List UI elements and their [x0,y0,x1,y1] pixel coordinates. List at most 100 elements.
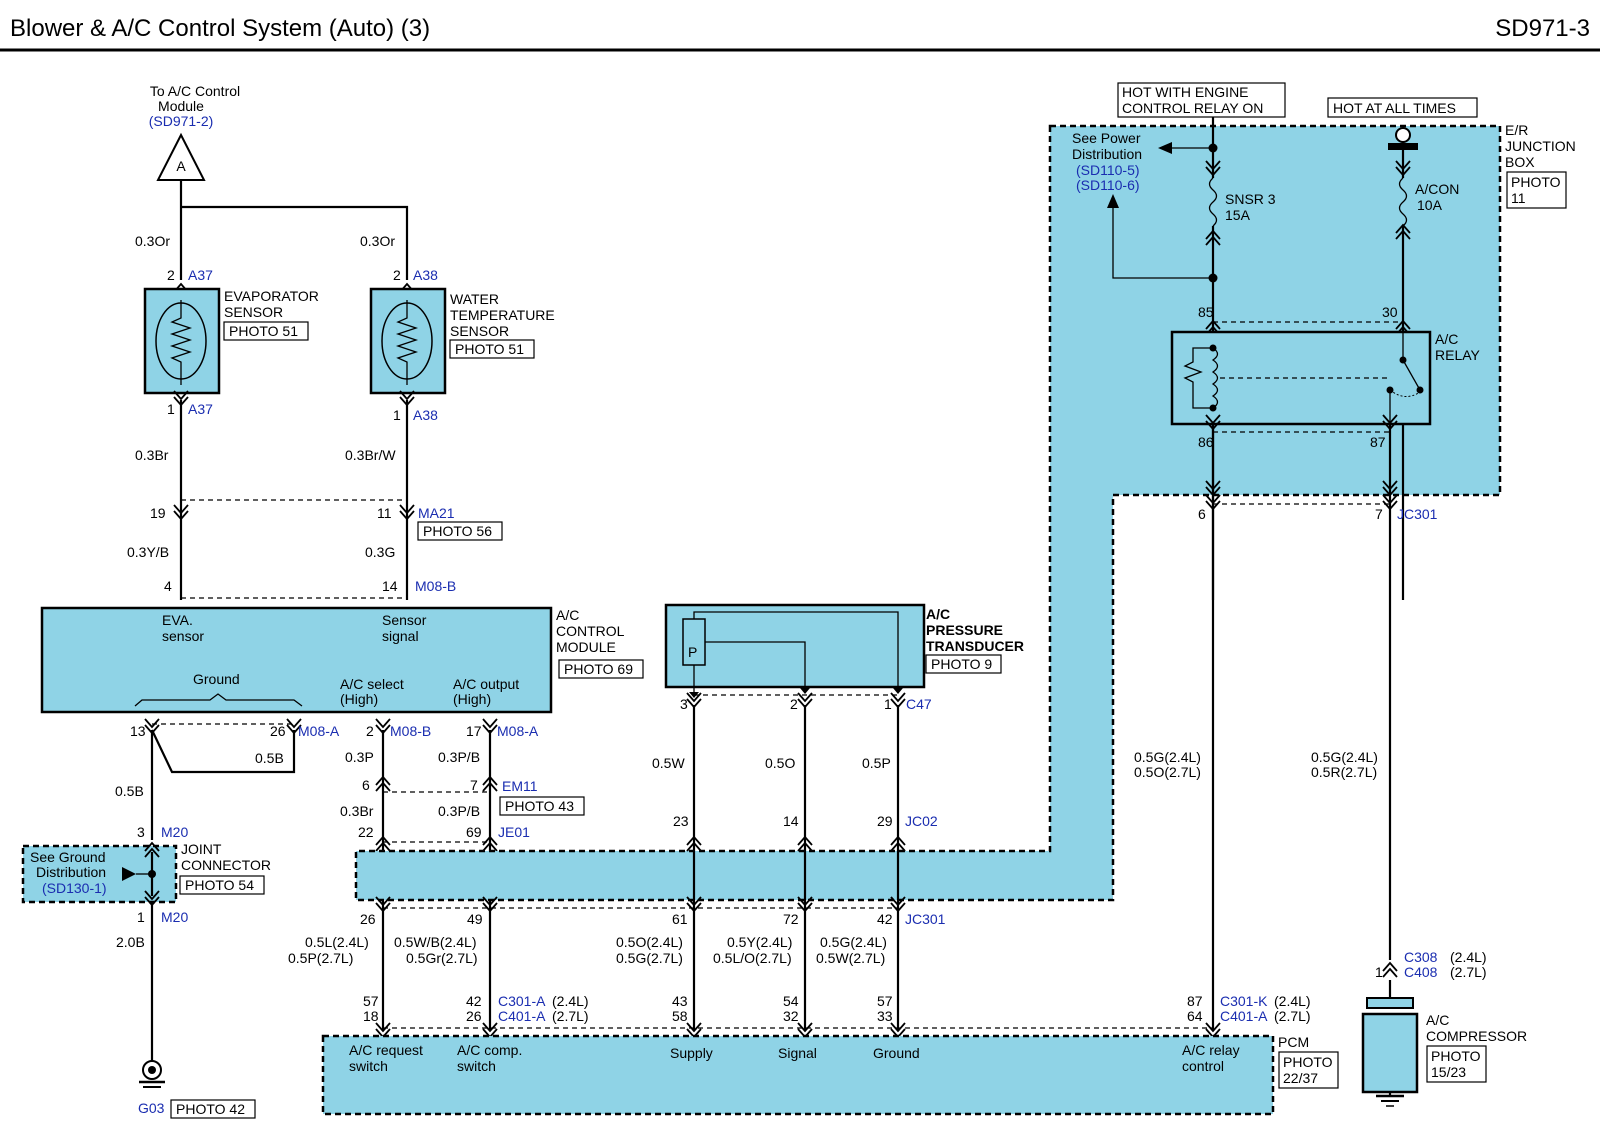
diagram-label: M08-A [497,723,539,739]
diagram-label: 0.5B [255,750,284,766]
diagram-label: EVA. [162,612,193,628]
diagram-label: Distribution [1072,146,1142,162]
diagram-label: C301-K [1220,993,1268,1009]
diagram-label: 72 [783,911,799,927]
diagram-label: 22/37 [1283,1070,1318,1086]
diagram-label: M20 [161,824,188,840]
diagram-label: (2.7L) [552,1008,589,1024]
diagram-label: 0.5W/B(2.4L) [394,934,476,950]
diagram-label: 26 [466,1008,482,1024]
diagram-label: 0.3Or [360,233,395,249]
diagram-label: 2 [167,267,175,283]
diagram-label: C308 [1404,949,1438,965]
diagram-label: Ground [193,671,240,687]
diagram-label: 87 [1370,434,1386,450]
connector-ma21: 19 11 MA21 PHOTO 56 0.3Y/B 0.3G [127,499,503,560]
diagram-label: 23 [673,813,689,829]
diagram-label: 0.3P/B [438,803,480,819]
diagram-label: C408 [1404,964,1438,980]
diagram-label: SENSOR [450,323,509,339]
diagram-label: 58 [672,1008,688,1024]
diagram-label: 33 [877,1008,893,1024]
diagram-label: 0.5P [862,755,891,771]
diagram-label: switch [349,1058,388,1074]
diagram-label: 0.5G(2.4L) [1134,749,1201,765]
diagram-label: 18 [363,1008,379,1024]
diagram-label: 0.5L/O(2.7L) [713,950,792,966]
diagram-label: (High) [453,691,491,707]
diagram-label: 57 [877,993,893,1009]
fuse-snsr3: SNSR 3 15A [1205,160,1276,246]
diagram-label: PHOTO [1283,1054,1333,1070]
diagram-label: 0.3P [345,749,374,765]
connector-jc301-lower: 26 49 61 72 42 JC301 0.5L(2.4L) 0.5P(2.7… [288,896,946,966]
diagram-label: A/C [926,606,950,622]
diagram-label: CONNECTOR [181,857,271,873]
diagram-label: JE01 [498,824,530,840]
diagram-label: 13 [130,723,146,739]
diagram-label: 4 [164,578,172,594]
diagram-label: switch [457,1058,496,1074]
diagram-label: SENSOR [224,304,283,320]
ac-pressure-transducer: P A/C PRESSURE TRANSDUCER PHOTO 9 3 2 1 … [652,603,1024,771]
pcm: 57 18 42 26 C301-A (2.4L) C401-A (2.7L) … [321,993,1339,1116]
diagram-label: A/CON [1415,181,1459,197]
diagram-label: 7 [1375,506,1383,522]
connector-je01: 22 69 JE01 [358,824,530,852]
diagram-label: 32 [783,1008,799,1024]
diagram-label: A [176,158,186,174]
diagram-label: Signal [778,1045,817,1061]
diagram-label: A/C [1435,331,1458,347]
diagram-label: 42 [466,993,482,1009]
diagram-label: M08-A [298,723,340,739]
diagram-label: A37 [188,267,213,283]
connector-em11: 6 7 EM11 PHOTO 43 0.3Br 0.3P/B [340,776,585,819]
diagram-label: (2.4L) [552,993,589,1009]
diagram-label: 17 [466,723,482,739]
diagram-label: 30 [1382,304,1398,320]
diagram-label: 11 [1511,190,1526,206]
diagram-label: COMPRESSOR [1426,1028,1527,1044]
diagram-label: 0.3Br/W [345,447,396,463]
diagram-label: 0.5G(2.4L) [1311,749,1378,765]
diagram-label: 0.5O(2.7L) [1134,764,1201,780]
diagram-label: (SD110-6) [1076,177,1140,193]
diagram-label: To A/C Control [150,83,240,99]
diagram-label: C301-A [498,993,546,1009]
diagram-label: 57 [363,993,379,1009]
diagram-label: HOT WITH ENGINE [1122,84,1249,100]
diagram-label: 0.5O [765,755,795,771]
diagram-label: 3 [137,824,145,840]
diagram-label: 2 [790,696,798,712]
diagram-label: 54 [783,993,799,1009]
diagram-label: BOX [1505,154,1535,170]
diagram-label: See Power [1072,130,1141,146]
diagram-label: 64 [1187,1008,1203,1024]
diagram-label: Ground [873,1045,920,1061]
evap-sensor-photo: PHOTO 51 [229,323,298,339]
diagram-label: sensor [162,628,204,644]
diagram-label: CONTROL [556,623,625,639]
diagram-label: PHOTO [1431,1048,1481,1064]
diagram-label: 26 [360,911,376,927]
diagram-label: JC301 [1397,506,1438,522]
diagram-label: 1 [167,401,175,417]
diagram-label: 1 [393,407,401,423]
fuse-acon: A/CON 10A [1395,160,1459,240]
diagram-label: (SD130-1) [42,880,107,896]
diagram-label: signal [382,628,419,644]
junction-box-labels: HOT WITH ENGINE CONTROL RELAY ON HOT AT … [1072,82,1576,209]
diagram-label: 0.5G(2.4L) [820,934,887,950]
diagram-label: M08-B [415,578,456,594]
evaporator-sensor: 0.3Or 2 A37 1 A37 EVAPORATOR SENSOR PHOT… [135,233,319,417]
diagram-label: 0.5L(2.4L) [305,934,369,950]
diagram-label: PHOTO 42 [176,1101,245,1117]
diagram-label: 87 [1187,993,1203,1009]
diagram-label: PHOTO 9 [931,656,992,672]
diagram-label: 14 [382,578,398,594]
diagram-label: 0.3G [365,544,395,560]
connector-jc301-relay: 6 7 JC301 0.5G(2.4L) 0.5O(2.7L) 0.5G(2.4… [1134,480,1438,780]
diagram-label: JC02 [905,813,938,829]
diagram-label: 15A [1225,207,1251,223]
diagram-label: 0.3P/B [438,749,480,765]
